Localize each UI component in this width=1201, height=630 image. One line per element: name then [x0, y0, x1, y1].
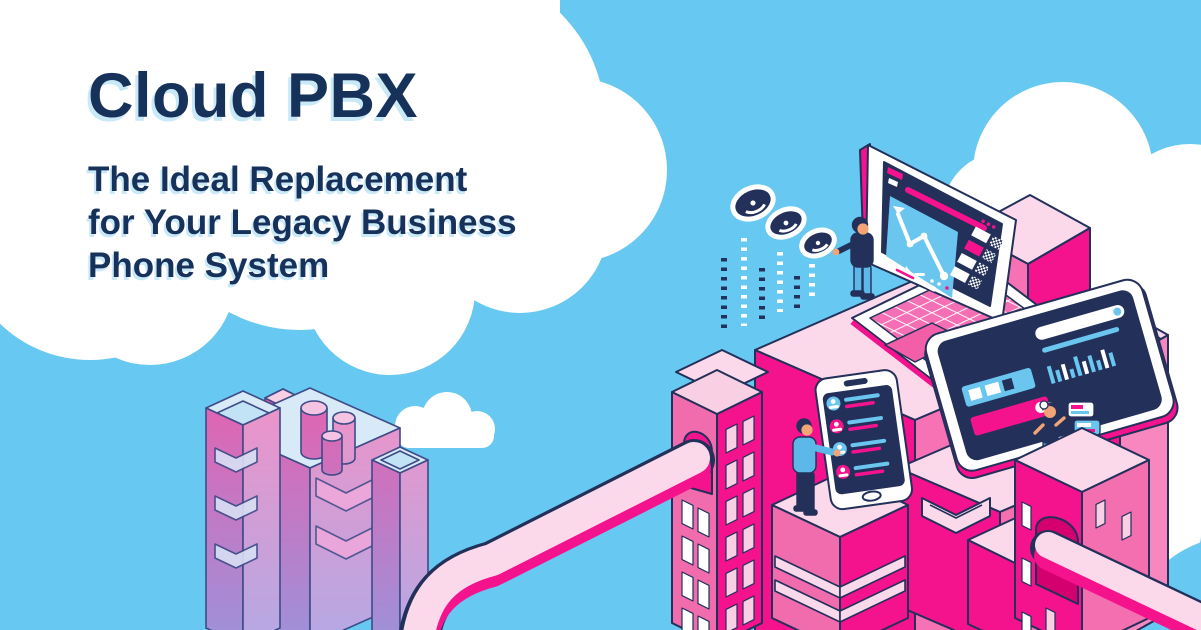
- line-chart-icon: [893, 206, 946, 278]
- slim-tower-right: [371, 446, 429, 630]
- roof-cylinders: [300, 400, 356, 476]
- disc-icon: [730, 184, 776, 222]
- sidebar-widgets: [950, 219, 1004, 290]
- contact-row: [836, 461, 890, 479]
- contact-row: [826, 393, 880, 411]
- person-at-laptop: [832, 216, 875, 300]
- ribbon-road-left: [399, 439, 715, 630]
- person-at-smartphone: [792, 418, 841, 516]
- subtitle-line-2: for Your Legacy Business: [88, 203, 517, 242]
- disc-icon: [799, 227, 837, 259]
- contact-row: [829, 416, 883, 434]
- page-subtitle: The Ideal Replacement for Your Legacy Bu…: [88, 158, 517, 287]
- page-title: Cloud PBX: [88, 61, 418, 131]
- slim-tower-left: [205, 390, 281, 630]
- smartphone-illustration: [814, 369, 914, 511]
- tablet-dashboard: [961, 305, 1125, 436]
- laptop-illustration: [850, 143, 1072, 399]
- lavender-buildings: [205, 387, 429, 630]
- tablet-illustration: [924, 278, 1179, 479]
- contact-list: [826, 393, 890, 479]
- subtitle-line-1: The Ideal Replacement: [88, 160, 468, 199]
- equalizer-bars: [1046, 349, 1117, 385]
- chart-panel: [886, 196, 958, 298]
- chevron-emblem: [921, 497, 991, 534]
- ribbon-road-right: [1030, 530, 1201, 630]
- headline-cloud-icon: [0, 0, 667, 375]
- disc-trails: [721, 238, 815, 332]
- flying-disc-icons: [721, 184, 837, 332]
- subtitle-line-3: Phone System: [88, 246, 330, 285]
- small-cloud-icon: [395, 392, 495, 448]
- hero-text-block: Cloud PBX The Ideal Replacement for Your…: [88, 60, 517, 287]
- disc-icon: [765, 206, 807, 240]
- analytics-dashboard: [886, 167, 1004, 298]
